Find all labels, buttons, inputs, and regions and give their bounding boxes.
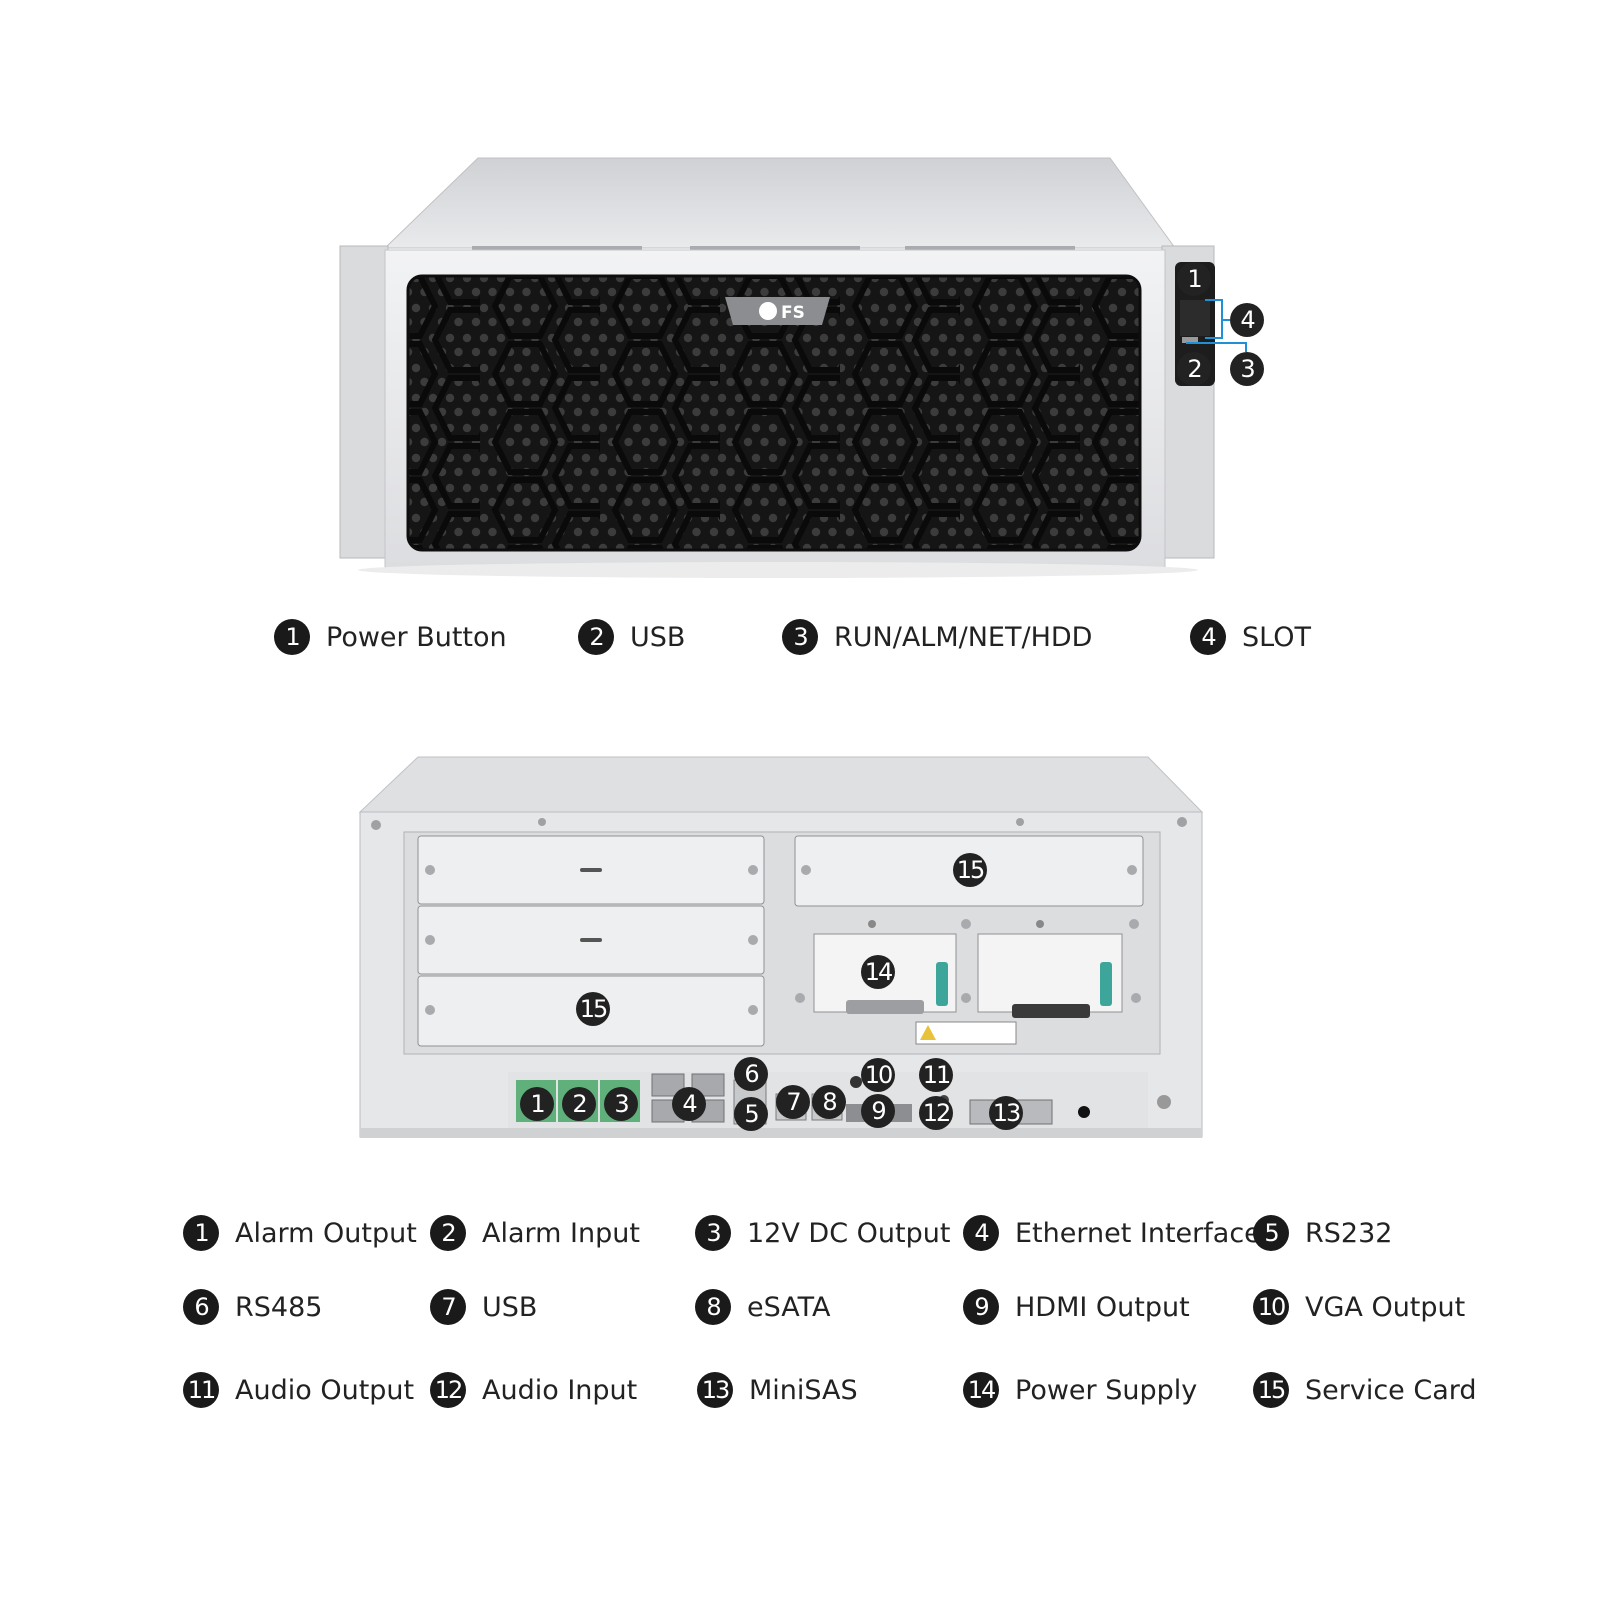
rear-callout-8: 8	[812, 1085, 846, 1119]
rear-callout-12: 12	[919, 1096, 953, 1130]
rear-legend-audio-input: 12 Audio Input	[430, 1370, 637, 1410]
legend-label: USB	[630, 621, 686, 653]
front-callout-3: 3	[1230, 352, 1264, 386]
legend-number-badge: 5	[1253, 1215, 1289, 1251]
rear-callout-11: 11	[919, 1058, 953, 1092]
legend-label: Audio Input	[482, 1374, 638, 1406]
rear-legend-usb: 7 USB	[430, 1287, 537, 1327]
rear-legend-minisas: 13 MiniSAS	[697, 1370, 858, 1410]
rear-view-chassis	[358, 756, 1204, 1138]
front-callout-1: 1	[1177, 262, 1211, 296]
legend-number-badge: 2	[430, 1215, 466, 1251]
rear-legend-service-card: 15 Service Card	[1253, 1370, 1477, 1410]
front-legend-power-button: 1 Power Button	[274, 617, 507, 657]
legend-number-badge: 2	[578, 619, 614, 655]
legend-label: RS485	[235, 1291, 323, 1323]
legend-label: SLOT	[1242, 621, 1311, 653]
rear-legend-vga-output: 10 VGA Output	[1253, 1287, 1465, 1327]
rear-legend-hdmi-output: 9 HDMI Output	[963, 1287, 1190, 1327]
front-logo-text: FS	[781, 303, 805, 323]
rear-callout-2: 2	[562, 1087, 596, 1121]
front-legend-status-leds: 3 RUN/ALM/NET/HDD	[782, 617, 1092, 657]
legend-number-badge: 12	[430, 1372, 466, 1408]
front-legend-slot: 4 SLOT	[1190, 617, 1311, 657]
rear-callout-15-left: 15	[576, 992, 610, 1026]
legend-label: eSATA	[747, 1291, 831, 1323]
legend-number-badge: 4	[1190, 619, 1226, 655]
rear-callout-3: 3	[604, 1087, 638, 1121]
legend-number-badge: 1	[183, 1215, 219, 1251]
legend-number-badge: 15	[1253, 1372, 1289, 1408]
legend-number-badge: 1	[274, 619, 310, 655]
legend-number-badge: 3	[782, 619, 818, 655]
front-view-chassis: FS	[339, 157, 1247, 578]
rear-legend-audio-output: 11 Audio Output	[183, 1370, 414, 1410]
rear-callout-7: 7	[776, 1085, 810, 1119]
rear-callout-10: 10	[861, 1058, 895, 1092]
rear-callout-4: 4	[672, 1087, 706, 1121]
legend-label: VGA Output	[1305, 1291, 1466, 1323]
legend-label: Ethernet Interface	[1015, 1217, 1261, 1249]
front-legend-usb: 2 USB	[578, 617, 685, 657]
rear-legend-ethernet-interface: 4 Ethernet Interface	[963, 1213, 1261, 1253]
rear-callout-9: 9	[861, 1094, 895, 1128]
rear-legend-rs485: 6 RS485	[183, 1287, 322, 1327]
rear-callout-13: 13	[989, 1096, 1023, 1130]
legend-label: USB	[482, 1291, 538, 1323]
front-callout-2: 2	[1177, 352, 1211, 386]
legend-number-badge: 8	[695, 1289, 731, 1325]
legend-label: RUN/ALM/NET/HDD	[834, 621, 1093, 653]
legend-number-badge: 13	[697, 1372, 733, 1408]
legend-number-badge: 14	[963, 1372, 999, 1408]
legend-label: Audio Output	[235, 1374, 415, 1406]
rear-legend-esata: 8 eSATA	[695, 1287, 831, 1327]
legend-label: 12V DC Output	[747, 1217, 951, 1249]
legend-label: Power Supply	[1015, 1374, 1198, 1406]
legend-label: Alarm Output	[235, 1217, 417, 1249]
legend-number-badge: 4	[963, 1215, 999, 1251]
rear-callout-1: 1	[520, 1087, 554, 1121]
legend-number-badge: 9	[963, 1289, 999, 1325]
legend-number-badge: 11	[183, 1372, 219, 1408]
rear-legend-power-supply: 14 Power Supply	[963, 1370, 1197, 1410]
legend-label: HDMI Output	[1015, 1291, 1190, 1323]
legend-label: Service Card	[1305, 1374, 1477, 1406]
rear-callout-5: 5	[734, 1097, 768, 1131]
front-callout-4: 4	[1230, 303, 1264, 337]
legend-label: RS232	[1305, 1217, 1393, 1249]
rear-callout-15-right: 15	[953, 853, 987, 887]
legend-number-badge: 6	[183, 1289, 219, 1325]
rear-legend-alarm-output: 1 Alarm Output	[183, 1213, 417, 1253]
rear-callout-6: 6	[734, 1057, 768, 1091]
rear-legend-rs232: 5 RS232	[1253, 1213, 1392, 1253]
rear-callout-14: 14	[861, 955, 895, 989]
legend-number-badge: 10	[1253, 1289, 1289, 1325]
rear-legend-12v-dc-output: 3 12V DC Output	[695, 1213, 950, 1253]
legend-label: Alarm Input	[482, 1217, 640, 1249]
legend-number-badge: 3	[695, 1215, 731, 1251]
legend-label: Power Button	[326, 621, 507, 653]
rear-legend-alarm-input: 2 Alarm Input	[430, 1213, 640, 1253]
legend-label: MiniSAS	[749, 1374, 858, 1406]
legend-number-badge: 7	[430, 1289, 466, 1325]
